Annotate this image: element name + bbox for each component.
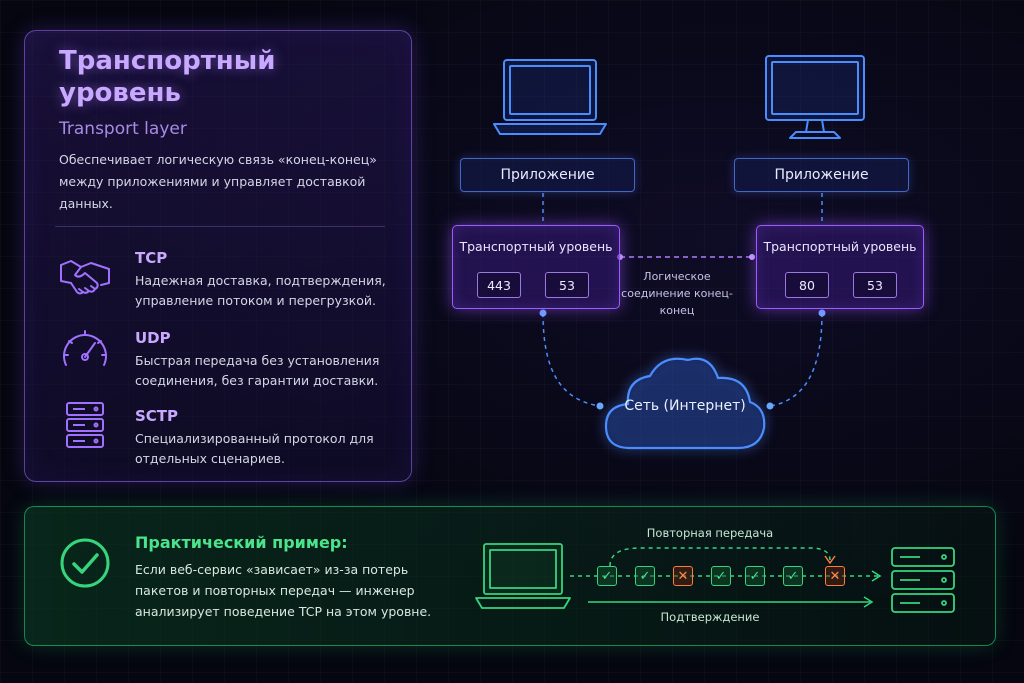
retransmission-label: Повторная передача [646,526,774,540]
left-transport-label: Транспортный уровень [459,239,613,254]
panel-description: Обеспечивает логическую связь «конец-кон… [59,152,377,211]
sctp-description: Специализированный протокол для отдельны… [135,431,374,466]
client-laptop-icon [475,543,571,609]
panel-subtitle: Transport layer [59,119,187,139]
packet-ack-icon: ✓ [783,566,803,586]
laptop-icon [493,59,607,135]
sctp-name: SCTP [135,407,179,425]
check-circle-icon [60,538,110,588]
packet-ack-icon: ✓ [711,566,731,586]
handshake-icon [60,260,110,295]
left-port-53: 53 [545,272,589,298]
practical-example-panel: Практический пример: Если веб-сервис «за… [24,506,996,646]
network-label: Сеть (Интернет) [624,398,746,414]
panel-title: Транспортный уровень [59,46,276,108]
panel-divider [55,226,385,227]
right-port-53: 53 [853,272,897,298]
monitor-icon [765,55,865,139]
packet-ack-icon: ✓ [597,566,617,586]
left-transport-box: Транспортный уровень 443 53 [452,225,620,309]
logical-link-label: Логическое соединение конец-конец [621,270,733,317]
practice-text: Если веб-сервис «зависает» из-за потерь … [135,562,432,619]
transport-layer-panel: Транспортный уровень Transport layer Обе… [24,30,412,482]
udp-description: Быстрая передача без установления соедин… [135,353,380,388]
packet-lost-icon: ✕ [825,566,845,586]
packet-ack-icon: ✓ [745,566,765,586]
right-transport-label: Транспортный уровень [763,239,917,254]
cloud-icon [604,357,766,450]
packet-lost-icon: ✕ [673,566,693,586]
right-transport-box: Транспортный уровень 80 53 [756,225,924,309]
left-application-box: Приложение [460,158,635,192]
practice-title: Практический пример: [135,533,348,552]
server-icon [891,547,955,613]
tcp-name: TCP [135,249,168,267]
server-stack-icon [66,402,104,448]
right-port-80: 80 [785,272,829,298]
speedometer-icon [63,330,107,366]
packet-ack-icon: ✓ [635,566,655,586]
tcp-description: Надежная доставка, подтверждения, управл… [135,273,386,308]
left-port-443: 443 [477,272,521,298]
ack-label: Подтверждение [660,610,760,624]
udp-name: UDP [135,329,171,347]
right-application-box: Приложение [734,158,909,192]
